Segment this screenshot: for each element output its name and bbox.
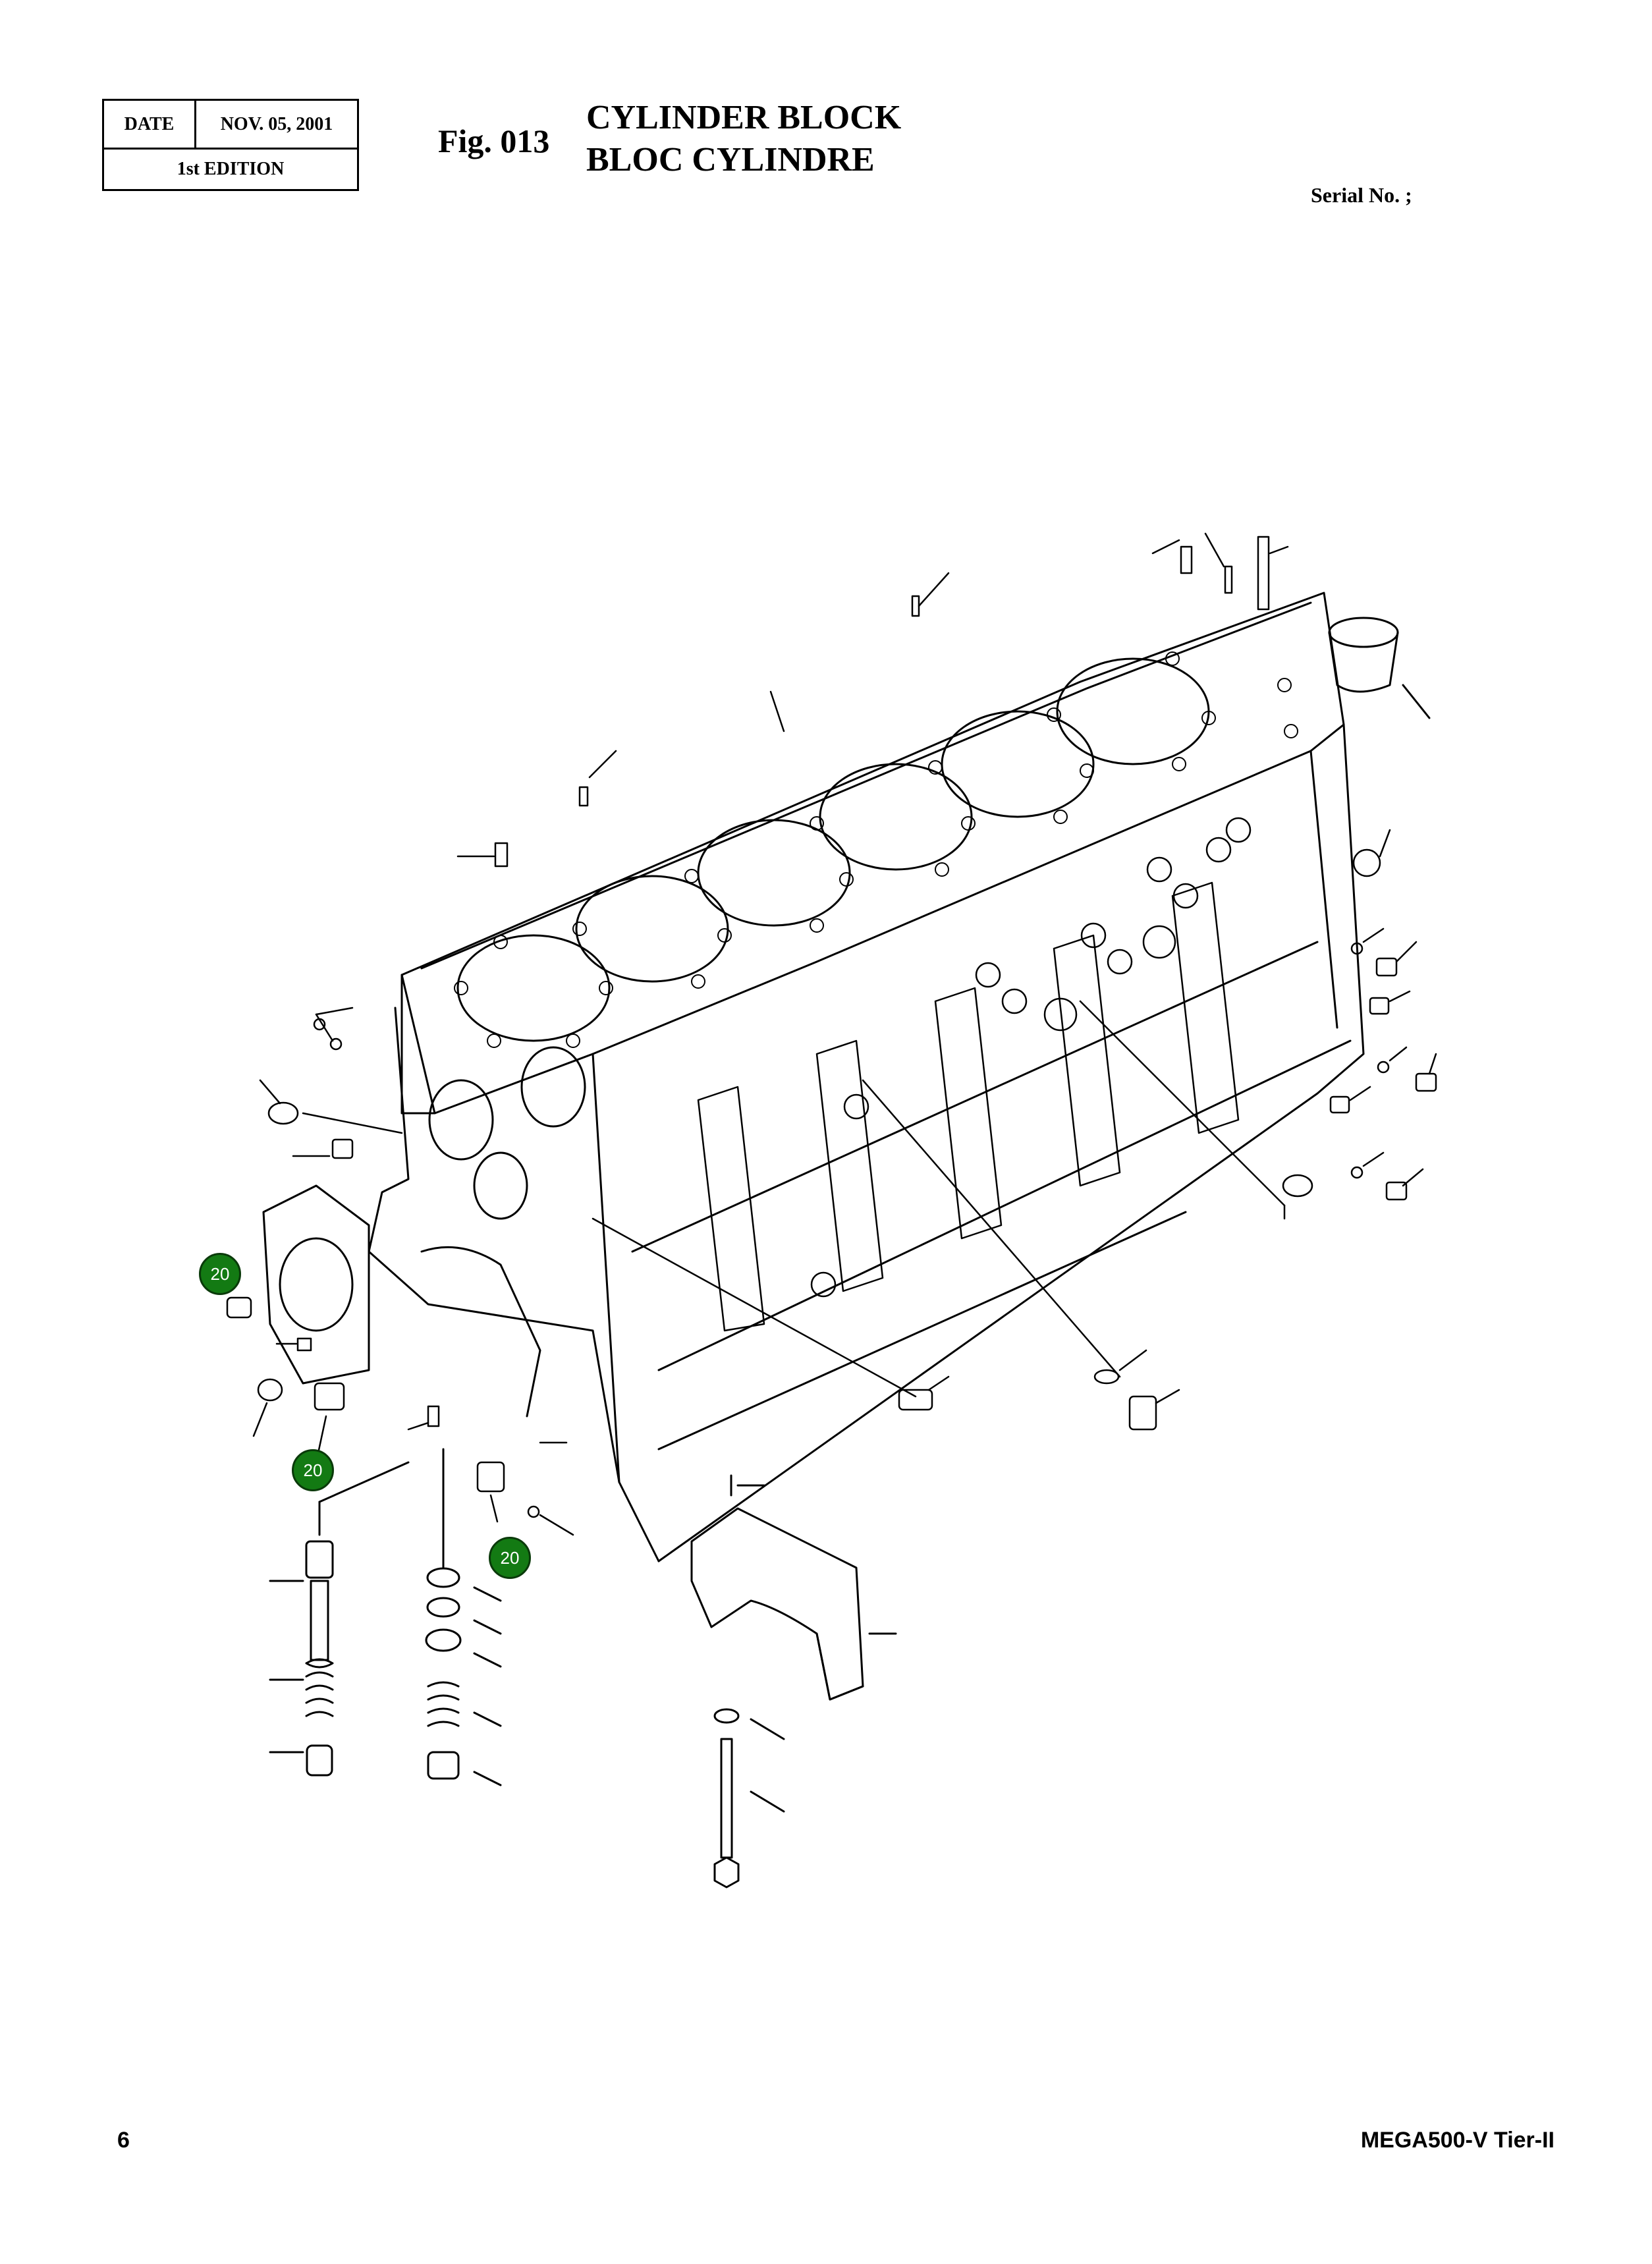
model-name: MEGA500-V Tier-II [1360, 2128, 1555, 2153]
fittings-and-leaders [226, 532, 1437, 1536]
block-top-deck [400, 592, 1345, 1115]
main-bearing-cap [690, 1474, 897, 1889]
date-label: DATE [104, 101, 196, 150]
relief-valve-stack-center [425, 1448, 502, 1786]
cylinder-bores [456, 657, 1210, 1042]
edition-label: 1st EDITION [177, 159, 285, 179]
block-ribs [697, 817, 1252, 1332]
page-title: CYLINDER BLOCK [586, 99, 902, 136]
head-bolt-holes [454, 651, 1298, 1048]
edition-box: DATE NOV. 05, 2001 1st EDITION [102, 99, 359, 191]
callout-ref-1[interactable]: 20 [199, 1253, 241, 1295]
page-number: 6 [117, 2128, 130, 2153]
front-plate [262, 1184, 370, 1385]
relief-valve-stack-left [269, 1461, 410, 1777]
block-front-face [368, 1007, 620, 1483]
page-subtitle: BLOC CYLINDRE [586, 141, 875, 179]
rear-expansion-cup [1328, 617, 1431, 719]
date-value: NOV. 05, 2001 [196, 101, 357, 150]
figure-number: Fig. 013 [438, 123, 550, 159]
callout-ref-2[interactable]: 20 [292, 1449, 334, 1491]
serial-number-label: Serial No. ; [1311, 183, 1412, 207]
block-side-wall [400, 723, 1365, 1562]
callout-ref-3[interactable]: 20 [489, 1537, 531, 1579]
